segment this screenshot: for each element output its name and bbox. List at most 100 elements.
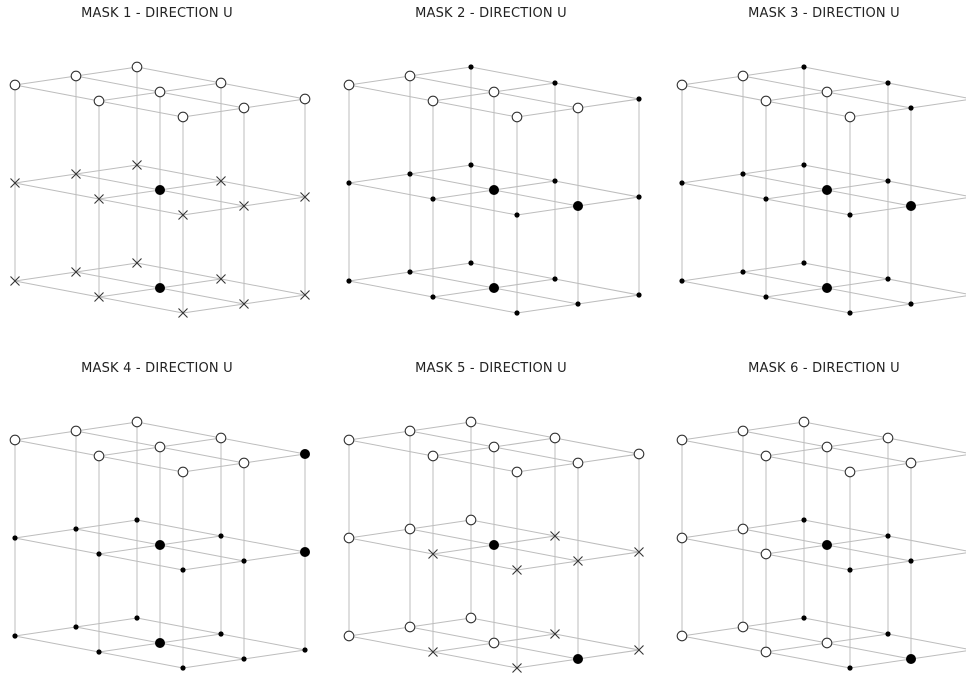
lattice-edge — [554, 180, 640, 198]
lattice-edge — [348, 280, 434, 298]
lattice-edge — [136, 519, 222, 537]
lattice-cube — [9, 416, 310, 671]
lattice-edge — [182, 107, 245, 118]
small-node — [552, 178, 558, 184]
open-node — [93, 95, 105, 107]
open-node — [511, 466, 523, 478]
cross-node — [300, 192, 310, 202]
lattice-edge — [98, 446, 161, 457]
lattice-edge — [765, 91, 828, 102]
open-node — [844, 111, 856, 123]
cross-node — [239, 201, 249, 211]
open-node — [343, 532, 355, 544]
lattice-edge — [849, 107, 912, 118]
lattice-edge — [493, 278, 556, 289]
lattice-edge — [348, 271, 411, 282]
lattice-nodes — [9, 416, 310, 671]
small-node — [302, 647, 308, 653]
panel-4: MASK 4 - DIRECTION U — [7, 361, 310, 691]
lattice-cube — [676, 64, 966, 316]
lattice-edge — [849, 205, 912, 216]
lattice-edge — [887, 278, 966, 295]
lattice-edge — [348, 439, 434, 457]
lattice-nodes — [676, 416, 917, 671]
lattice-edge — [765, 198, 851, 216]
lattice-edge — [432, 287, 495, 298]
lattice-cube — [676, 416, 966, 671]
lattice-edge — [75, 617, 138, 628]
open-node — [9, 79, 21, 91]
lattice-edge — [681, 626, 744, 637]
panel-6: MASK 6 - DIRECTION U — [674, 361, 966, 691]
cross-node — [634, 547, 644, 557]
open-node — [404, 70, 416, 82]
lattice-edge — [742, 173, 828, 191]
open-node — [676, 630, 688, 642]
filled-node — [822, 185, 832, 195]
lattice-edge — [75, 626, 161, 644]
small-node — [552, 80, 558, 86]
lattice-edge — [849, 658, 912, 669]
lattice-edge — [14, 537, 100, 555]
small-node — [740, 269, 746, 275]
lattice-edge — [348, 182, 434, 200]
lattice-edge — [98, 544, 161, 555]
lattice-edges — [681, 421, 966, 669]
lattice-edges — [14, 66, 306, 314]
small-node — [180, 567, 186, 573]
small-node — [96, 551, 102, 557]
cross-node — [634, 645, 644, 655]
small-node — [468, 64, 474, 70]
lattice-edge — [681, 271, 744, 282]
lattice-edge — [765, 287, 828, 298]
filled-node — [300, 449, 310, 459]
cross-node — [132, 258, 142, 268]
lattice-edge — [803, 421, 889, 439]
open-node — [299, 93, 311, 105]
filled-node — [155, 283, 165, 293]
open-node — [633, 448, 645, 460]
lattice-edge — [243, 453, 306, 464]
open-node — [676, 79, 688, 91]
lattice-edge — [516, 560, 579, 571]
lattice-edge — [826, 633, 889, 644]
open-node — [549, 432, 561, 444]
lattice-edge — [220, 180, 306, 198]
lattice-edge — [493, 446, 579, 464]
lattice-edge — [98, 91, 161, 102]
open-node — [821, 637, 833, 649]
open-node — [70, 70, 82, 82]
lattice-edge — [75, 430, 161, 448]
lattice-edge — [742, 626, 828, 644]
lattice-edge — [136, 262, 222, 280]
open-node — [427, 450, 439, 462]
lattice-edge — [577, 649, 640, 660]
lattice-edge — [826, 535, 889, 546]
lattice-edge — [98, 642, 161, 653]
lattice-edge — [409, 66, 472, 77]
small-node — [885, 276, 891, 282]
small-node — [679, 180, 685, 186]
filled-node — [489, 185, 499, 195]
lattice-edge — [14, 439, 100, 457]
filled-node — [573, 654, 583, 664]
lattice-edge — [910, 454, 966, 464]
lattice-edge — [681, 439, 767, 457]
lattice-edge — [554, 278, 640, 296]
cross-node — [512, 663, 522, 673]
lattice-edge — [681, 182, 767, 200]
small-node — [847, 665, 853, 671]
small-node — [430, 196, 436, 202]
lattice-edge — [849, 303, 912, 314]
lattice-edge — [432, 296, 518, 314]
lattice-edge — [849, 560, 912, 571]
lattice-edge — [182, 303, 245, 314]
lattice-edge — [765, 642, 828, 653]
lattice-edge — [765, 651, 851, 669]
cross-node — [94, 194, 104, 204]
cross-node — [300, 290, 310, 300]
lattice-edge — [826, 91, 912, 109]
lattice-edge — [409, 75, 495, 93]
open-node — [488, 441, 500, 453]
lattice-edge — [516, 107, 579, 118]
